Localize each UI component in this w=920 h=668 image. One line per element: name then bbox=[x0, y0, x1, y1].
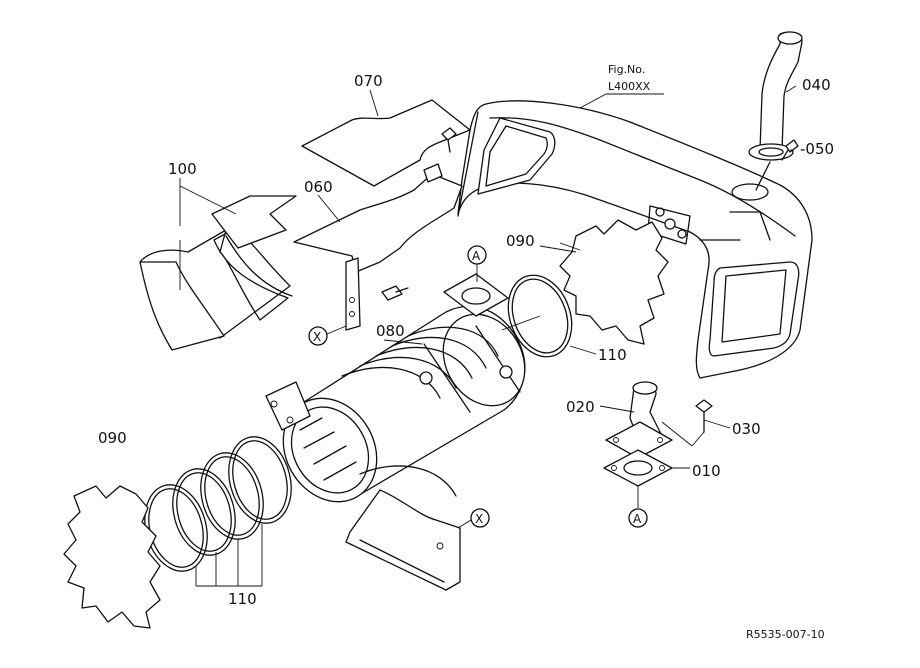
muffler-body-080 bbox=[265, 305, 526, 503]
bracket-bottom bbox=[345, 489, 461, 591]
inlet-flange-top bbox=[443, 262, 509, 317]
leader-lines bbox=[317, 85, 797, 413]
drawing-code: R5535-007-10 bbox=[746, 628, 825, 641]
part-label-110-right: 110 bbox=[598, 346, 627, 364]
part-label-070: 070 bbox=[354, 72, 383, 90]
fig-no-value: L400XX bbox=[608, 80, 651, 93]
svg-text:X: X bbox=[313, 330, 321, 344]
gasket-rings-left bbox=[144, 436, 292, 587]
callout-x-left: X bbox=[308, 325, 347, 346]
gasket-ring-right bbox=[501, 274, 597, 358]
part-label-100: 100 bbox=[168, 160, 197, 178]
bracket-060 bbox=[293, 163, 463, 331]
part-label-090-left: 090 bbox=[98, 429, 127, 447]
part-label-010: 010 bbox=[692, 462, 721, 480]
part-label-080: 080 bbox=[376, 322, 405, 340]
part-label-050: -050 bbox=[800, 140, 834, 158]
svg-text:X: X bbox=[475, 512, 483, 526]
muffler-cover-housing bbox=[457, 100, 813, 379]
svg-text:A: A bbox=[472, 249, 481, 263]
part-label-040: 040 bbox=[802, 76, 831, 94]
callout-a-top: A bbox=[467, 245, 487, 265]
callout-x-bottom: X bbox=[457, 508, 490, 529]
part-label-110-bottom: 110 bbox=[228, 590, 257, 608]
part-label-030: 030 bbox=[732, 420, 761, 438]
part-label-090-right: 090 bbox=[506, 232, 535, 250]
svg-text:A: A bbox=[633, 512, 642, 526]
fig-no-label: Fig.No. bbox=[608, 63, 645, 76]
pipe-020 bbox=[605, 381, 673, 459]
callout-a-bottom: A bbox=[628, 508, 648, 528]
part-label-060: 060 bbox=[304, 178, 333, 196]
bolt-030 bbox=[661, 399, 731, 447]
bolt-050 bbox=[781, 139, 799, 161]
leader-100 bbox=[179, 178, 237, 290]
plate-070 bbox=[301, 99, 471, 187]
label-090-left bbox=[63, 485, 161, 629]
heat-shields-100 bbox=[139, 195, 297, 351]
part-label-020: 020 bbox=[566, 398, 595, 416]
gasket-010 bbox=[603, 449, 690, 508]
tail-pipe bbox=[748, 31, 803, 191]
label-090-right bbox=[559, 219, 669, 345]
figure-number-block: Fig.No. L400XX bbox=[579, 63, 664, 109]
